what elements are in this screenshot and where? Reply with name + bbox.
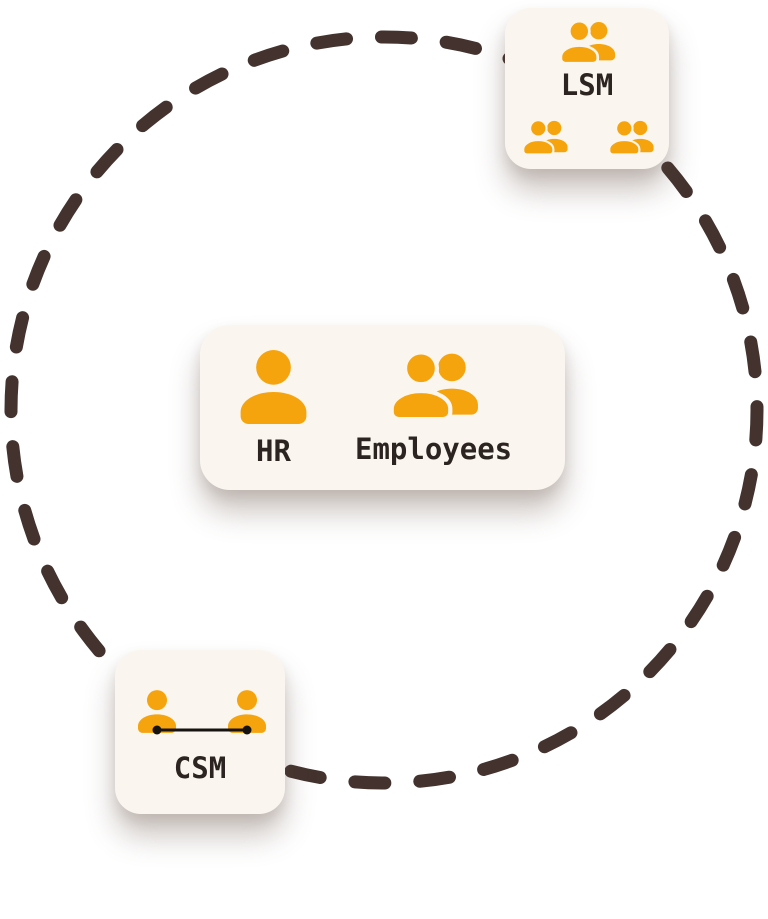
connection-line [152, 725, 252, 735]
person-icon [240, 349, 307, 424]
lsm-card: LSM [505, 8, 669, 169]
people-icon [387, 352, 481, 422]
employees-group: Employees [355, 352, 512, 464]
csm-card: CSM [115, 650, 285, 814]
team-icon [559, 21, 616, 65]
hr-label: HR [256, 433, 291, 468]
team-icon [522, 120, 569, 156]
team-icon [608, 120, 655, 156]
hr-group: HR [240, 349, 307, 468]
lsm-subteams-row [505, 120, 669, 169]
lsm-label: LSM [560, 68, 614, 102]
employees-label: Employees [355, 431, 513, 466]
hr-employees-card: HR Employees [200, 325, 565, 490]
csm-label: CSM [173, 751, 227, 785]
